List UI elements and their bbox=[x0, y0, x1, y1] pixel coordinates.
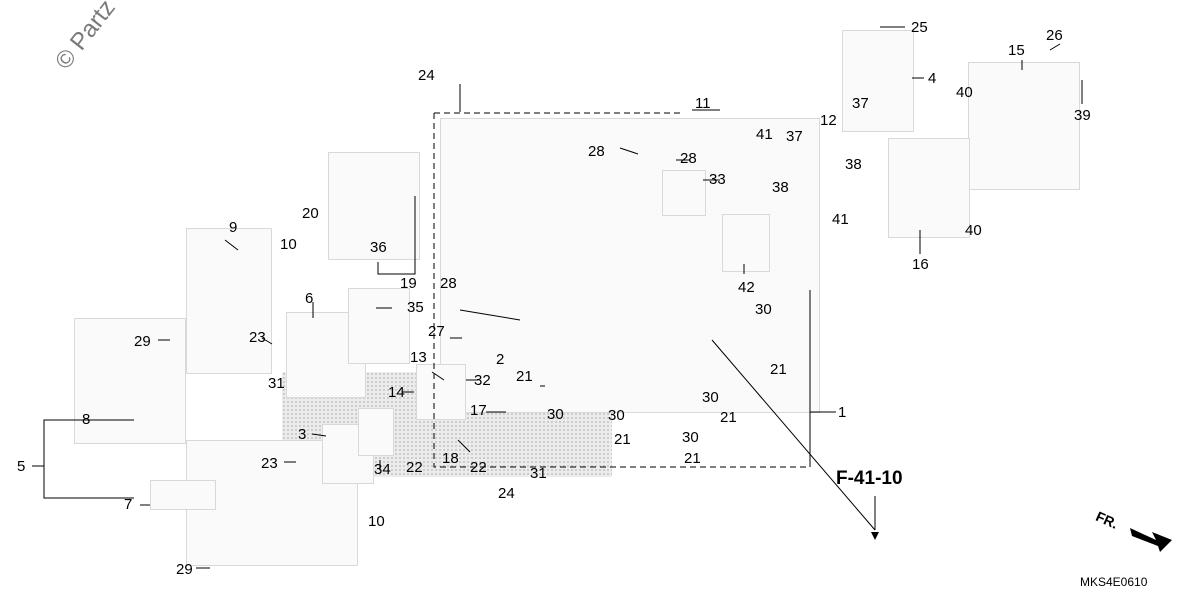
callout-38-a: 38 bbox=[772, 179, 789, 196]
callout-24-a: 24 bbox=[418, 67, 435, 84]
leader-9 bbox=[224, 239, 239, 251]
water-pump-illustration-placeholder bbox=[968, 62, 1080, 190]
callout-7: 7 bbox=[124, 496, 133, 513]
label-7-illustration-placeholder bbox=[150, 480, 216, 510]
callout-22-a: 22 bbox=[406, 459, 423, 476]
callout-37-a: 37 bbox=[786, 128, 803, 145]
gasket-illustration-placeholder bbox=[888, 138, 970, 238]
callout-34: 34 bbox=[374, 461, 391, 478]
callout-30-a: 30 bbox=[755, 301, 772, 318]
callout-15: 15 bbox=[1008, 42, 1025, 59]
callout-19: 19 bbox=[400, 275, 417, 292]
callout-29-b: 29 bbox=[176, 561, 193, 578]
group-outline-left-bottom bbox=[433, 113, 810, 468]
callout-26: 26 bbox=[1046, 27, 1063, 44]
callout-25: 25 bbox=[911, 19, 928, 36]
callout-17: 17 bbox=[470, 402, 487, 419]
callout-28-b: 28 bbox=[680, 150, 697, 167]
callout-10-lower: 10 bbox=[368, 513, 385, 530]
callout-4: 4 bbox=[928, 70, 937, 87]
callout-30-d: 30 bbox=[682, 429, 699, 446]
callout-13: 13 bbox=[410, 349, 427, 366]
callout-35: 35 bbox=[407, 299, 424, 316]
callout-1: 1 bbox=[838, 404, 847, 421]
callout-23-b: 23 bbox=[261, 455, 278, 472]
callout-39: 39 bbox=[1074, 107, 1091, 124]
callout-21-e: 21 bbox=[684, 450, 701, 467]
callout-27: 27 bbox=[428, 323, 445, 340]
sensor-harness-illustration-placeholder bbox=[328, 152, 420, 260]
callout-2: 2 bbox=[496, 351, 505, 368]
callout-21-b: 21 bbox=[770, 361, 787, 378]
callout-41-a: 41 bbox=[756, 126, 773, 143]
callout-20: 20 bbox=[302, 205, 319, 222]
leader-28a bbox=[619, 147, 639, 155]
callout-14: 14 bbox=[388, 384, 405, 401]
callout-11: 11 bbox=[695, 95, 711, 112]
leader-23a bbox=[261, 337, 273, 345]
callout-12: 12 bbox=[820, 112, 837, 129]
bracket-5 bbox=[43, 419, 134, 499]
callout-5: 5 bbox=[17, 458, 26, 475]
callout-32: 32 bbox=[474, 372, 491, 389]
callout-42: 42 bbox=[738, 279, 755, 296]
leader-26 bbox=[1049, 43, 1061, 51]
o-ring-34-illustration-placeholder bbox=[358, 408, 394, 456]
callout-8: 8 bbox=[82, 411, 91, 428]
callout-9: 9 bbox=[229, 219, 238, 236]
seal-33-illustration-placeholder bbox=[662, 170, 706, 216]
bracket-illustration-placeholder bbox=[842, 30, 914, 132]
callout-23-a: 23 bbox=[249, 329, 266, 346]
cover-9-illustration-placeholder bbox=[186, 228, 272, 374]
diagram-code: MKS4E0610 bbox=[1080, 575, 1148, 589]
insulator-8-illustration-placeholder bbox=[74, 318, 186, 444]
callout-22-b: 22 bbox=[470, 459, 487, 476]
leader-3 bbox=[311, 433, 327, 437]
callout-41-b: 41 bbox=[832, 211, 849, 228]
callout-21-a: 21 bbox=[516, 368, 533, 385]
callout-6: 6 bbox=[305, 290, 314, 307]
leader-28c bbox=[459, 309, 521, 321]
callout-28-a: 28 bbox=[588, 143, 605, 160]
callout-29-a: 29 bbox=[134, 333, 151, 350]
callout-24-b: 24 bbox=[498, 485, 515, 502]
leader-18 bbox=[457, 439, 471, 453]
oil-filter-13-illustration-placeholder bbox=[416, 364, 466, 420]
o-ring-35-illustration-placeholder bbox=[348, 288, 410, 364]
callout-40-b: 40 bbox=[965, 222, 982, 239]
callout-37-b: 37 bbox=[852, 95, 869, 112]
callout-10-upper: 10 bbox=[280, 236, 297, 253]
fr-arrow bbox=[1130, 528, 1172, 552]
leader-13 bbox=[431, 371, 445, 381]
callout-40-a: 40 bbox=[956, 84, 973, 101]
callout-21-c: 21 bbox=[720, 409, 737, 426]
callout-30-b: 30 bbox=[702, 389, 719, 406]
callout-21-d: 21 bbox=[614, 431, 631, 448]
callout-30-e: 30 bbox=[547, 406, 564, 423]
bracket-19 bbox=[377, 196, 416, 275]
ref-link-label[interactable]: F-41-10 bbox=[836, 468, 903, 489]
bearing-42-illustration-placeholder bbox=[722, 214, 770, 272]
ref-link-arrow bbox=[871, 532, 879, 540]
callout-28-c: 28 bbox=[440, 275, 457, 292]
leader-ref-link-diag bbox=[711, 339, 876, 531]
callout-16: 16 bbox=[912, 256, 929, 273]
callout-38-b: 38 bbox=[845, 156, 862, 173]
callout-31-a: 31 bbox=[268, 375, 285, 392]
callout-36: 36 bbox=[370, 239, 387, 256]
callout-30-c: 30 bbox=[608, 407, 625, 424]
callout-31-b: 31 bbox=[530, 465, 547, 482]
callout-33: 33 bbox=[709, 171, 726, 188]
callout-18: 18 bbox=[442, 450, 459, 467]
callout-3: 3 bbox=[298, 426, 307, 443]
